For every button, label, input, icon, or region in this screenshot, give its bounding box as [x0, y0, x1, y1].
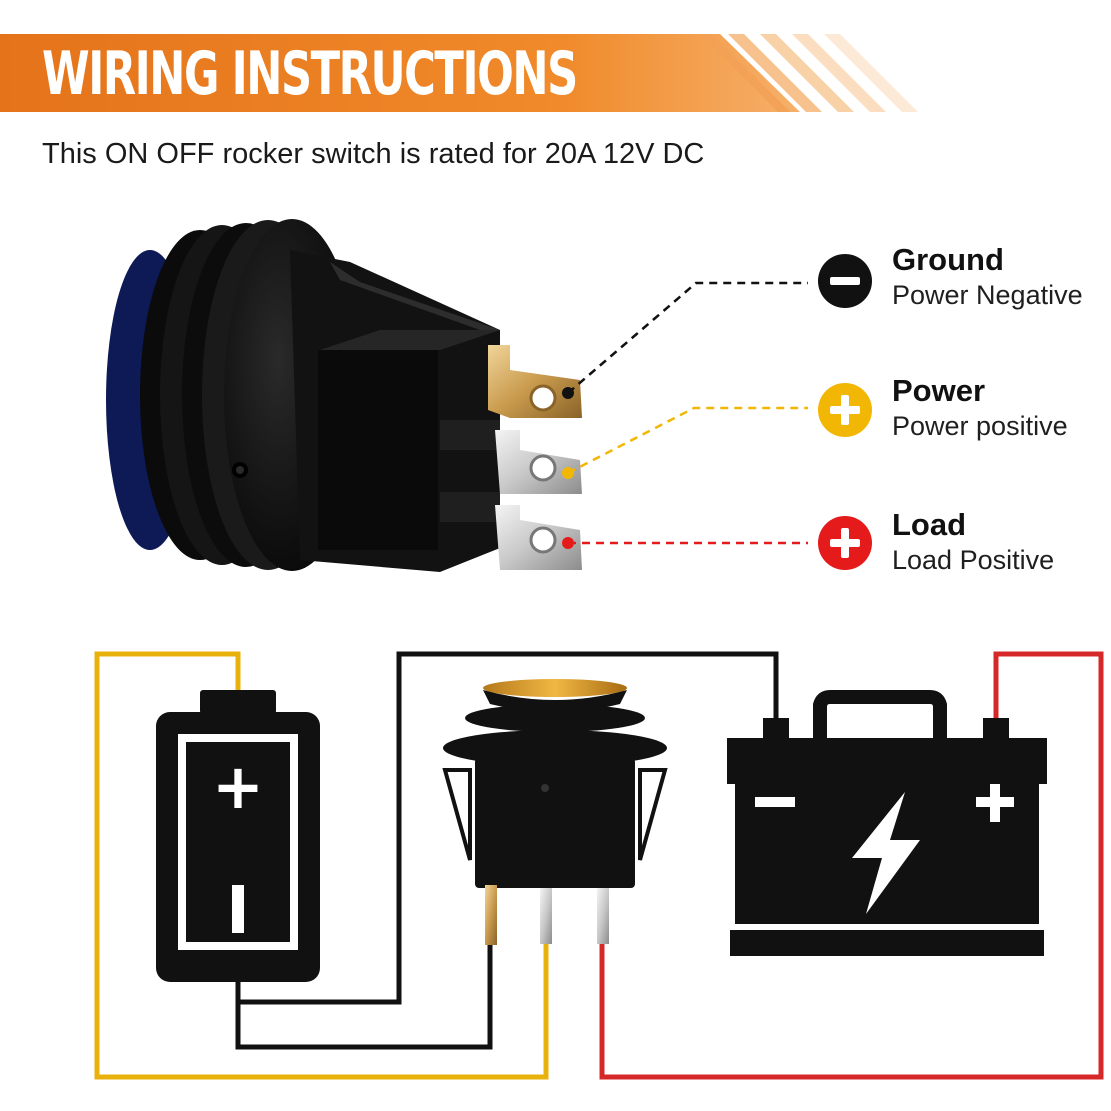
rocker-switch-photo — [106, 219, 582, 572]
car-battery-negative-sign — [755, 797, 795, 807]
terminal-name: Load — [892, 507, 967, 542]
wire-yellow-power — [94, 651, 549, 1080]
subtitle: This ON OFF rocker switch is rated for 2… — [42, 138, 705, 170]
terminal-name: Power — [892, 373, 986, 408]
power-symbol-icon — [818, 383, 872, 437]
battery-positive-sign: + — [212, 750, 264, 823]
terminal-label-load: Load Load Positive — [892, 507, 1054, 577]
leader-line-load — [562, 537, 808, 549]
car-battery-positive-sign — [990, 784, 1000, 822]
terminal-description: Power Negative — [892, 280, 1083, 310]
ground-symbol-icon — [818, 254, 872, 308]
terminal-label-ground: Ground Power Negative — [892, 242, 1083, 312]
page-title: WIRING INSTRUCTIONS — [42, 39, 578, 109]
car-battery-icon — [727, 690, 1047, 956]
load-symbol-icon — [818, 516, 872, 570]
lightning-bolt-icon — [852, 792, 920, 914]
header-banner — [0, 34, 918, 112]
terminal-label-power: Power Power positive — [892, 373, 1068, 443]
terminal-description: Power positive — [892, 411, 1068, 441]
terminal-name: Ground — [892, 242, 1004, 277]
leader-line-power — [562, 406, 808, 479]
terminal-description: Load Positive — [892, 545, 1055, 575]
rocker-switch-schematic — [442, 679, 668, 945]
wire-black-ground — [235, 651, 779, 1050]
wire-red-load — [599, 651, 1104, 1080]
leader-line-ground — [562, 281, 808, 399]
battery-icon: + — [156, 690, 320, 982]
